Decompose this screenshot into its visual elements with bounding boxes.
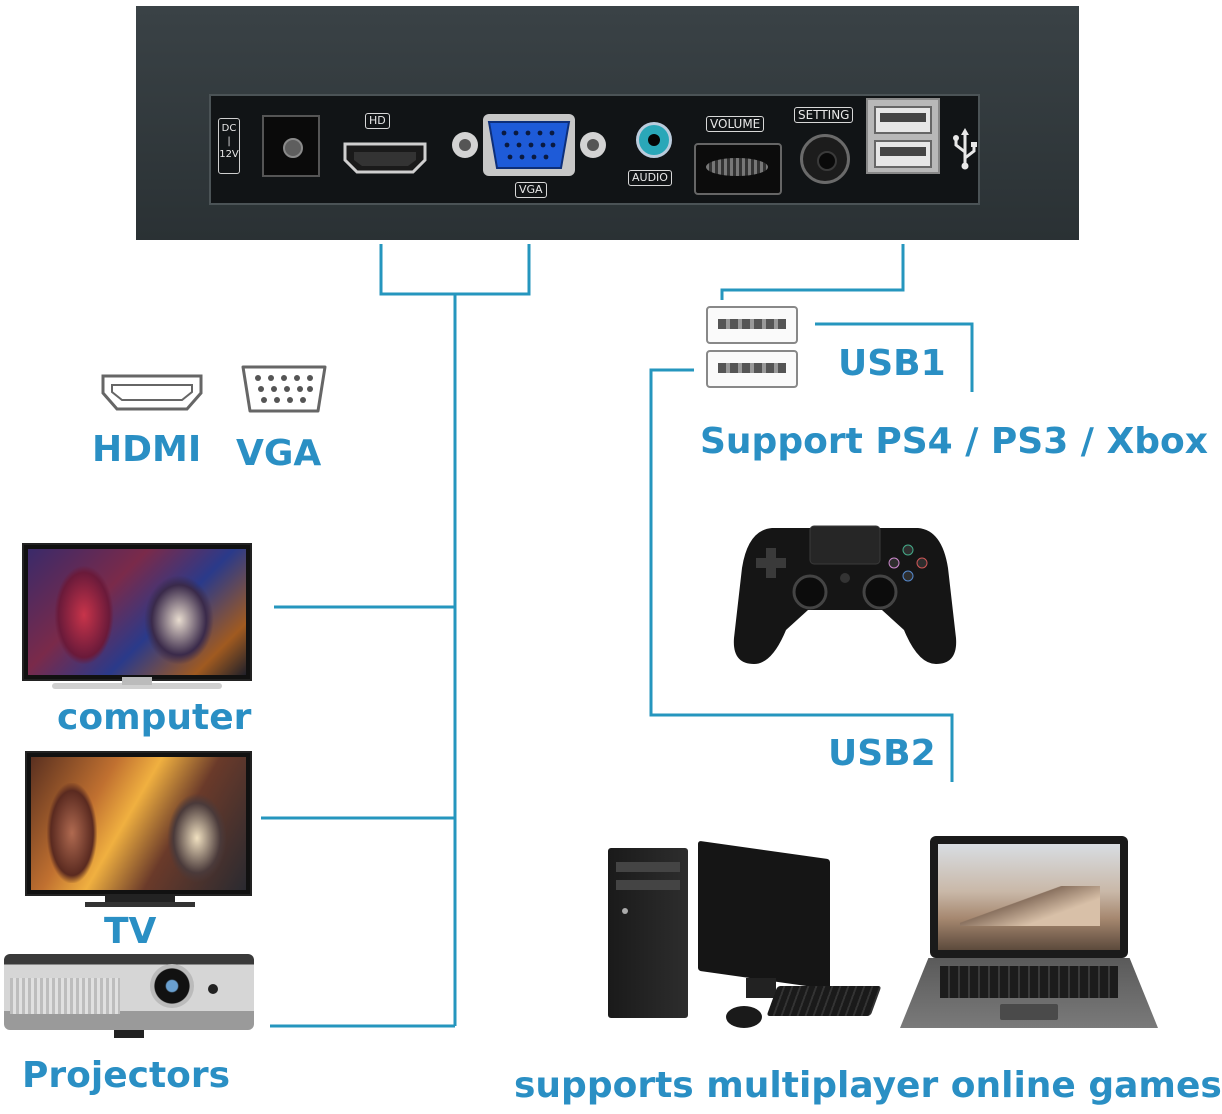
vga-icon	[241, 365, 327, 413]
usb1-label: USB1	[838, 343, 946, 384]
vga-port	[452, 114, 606, 176]
setting-label: SETTING	[794, 107, 854, 123]
projectors-label: Projectors	[22, 1055, 231, 1096]
computer-label: computer	[57, 697, 252, 738]
volume-wheel[interactable]	[694, 143, 782, 195]
hdmi-label: HDMI	[92, 429, 202, 470]
audio-label: AUDIO	[628, 170, 672, 186]
dc-label: DC | 12V	[218, 118, 240, 174]
tv-icon	[25, 751, 252, 911]
monitor-icon	[22, 543, 252, 703]
tv-label: TV	[104, 911, 157, 952]
setting-button[interactable]	[800, 134, 850, 184]
projector-icon	[4, 954, 254, 1040]
hdmi-port	[343, 142, 427, 174]
hdmi-icon	[101, 374, 203, 411]
multiplayer-label: supports multiplayer online games	[514, 1065, 1222, 1106]
audio-jack	[636, 122, 672, 158]
usb2-label: USB2	[828, 733, 936, 774]
usb-ports-illustration	[706, 306, 798, 390]
vga-label: VGA	[236, 433, 322, 474]
hd-port-label: HD	[365, 113, 390, 129]
support-consoles-label: Support PS4 / PS3 / Xbox	[700, 421, 1208, 462]
gamepad-icon	[733, 525, 957, 664]
vga-port-label: VGA	[515, 182, 547, 198]
usb-port-stack	[866, 98, 940, 174]
laptop-icon	[900, 836, 1160, 1032]
volume-label: VOLUME	[706, 116, 765, 132]
dc-jack	[262, 115, 320, 177]
usb-icon	[953, 128, 977, 170]
desktop-pc-icon	[608, 828, 882, 1028]
